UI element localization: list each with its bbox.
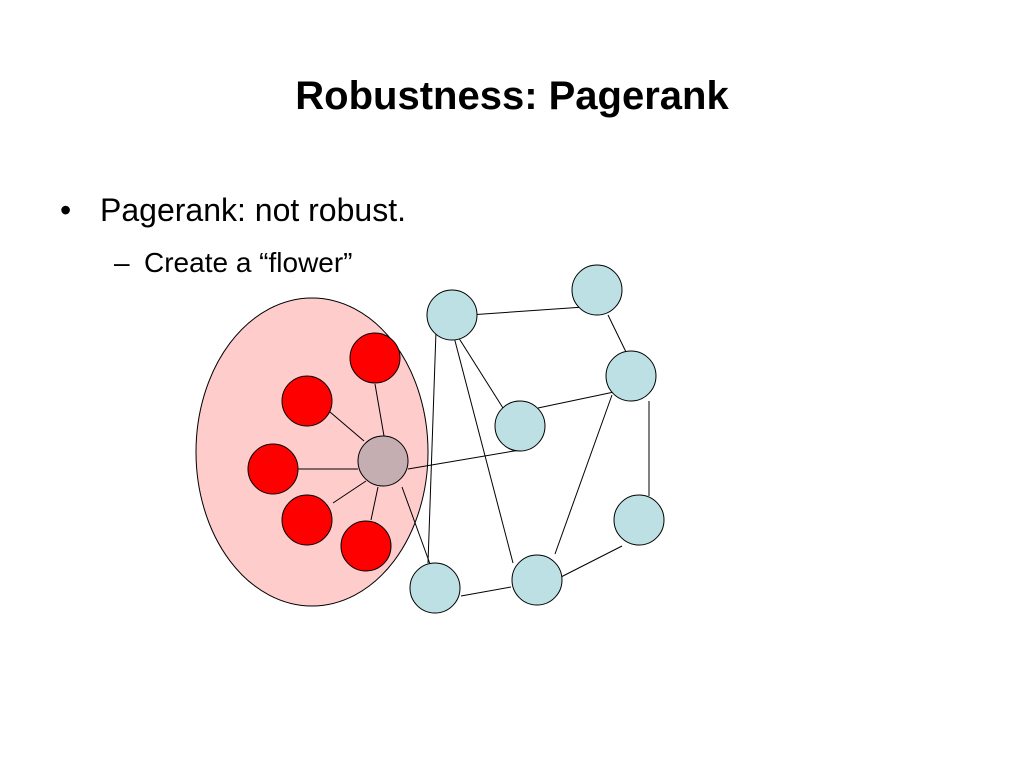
edge — [560, 545, 623, 578]
petal-node — [247, 443, 299, 495]
edge — [374, 383, 385, 437]
sub-bullet-marker: – — [114, 247, 130, 278]
graph-node — [426, 289, 478, 341]
edge — [537, 391, 615, 409]
petal-node — [340, 520, 392, 572]
edges — [298, 306, 650, 597]
edge — [460, 586, 512, 597]
graph-node — [613, 494, 665, 546]
petal-node — [281, 494, 333, 546]
edge — [453, 336, 514, 564]
edge — [607, 314, 627, 353]
edge — [332, 480, 367, 504]
edge — [468, 306, 585, 316]
edge — [370, 486, 379, 521]
bullet-marker: • — [60, 192, 72, 228]
flower-center-node — [357, 435, 409, 487]
edge — [401, 486, 431, 565]
petal-node — [349, 332, 401, 384]
petals — [247, 332, 401, 572]
edge — [329, 411, 365, 442]
bullet-item: • Pagerank: not robust. — [60, 190, 406, 230]
edge — [554, 394, 613, 555]
edge — [454, 331, 504, 409]
bullet-text: Pagerank: not robust. — [100, 192, 406, 228]
graph-node — [494, 400, 546, 452]
graph-node — [571, 264, 623, 316]
petal-node — [281, 375, 333, 427]
edge — [407, 449, 521, 470]
sub-bullet-item: –Create a “flower” — [114, 246, 353, 280]
sub-bullet-text: Create a “flower” — [144, 247, 353, 278]
graph-nodes — [409, 264, 665, 614]
graph-node — [511, 554, 563, 606]
graph-node — [409, 562, 461, 614]
slide-title: Robustness: Pagerank — [295, 74, 729, 118]
edge — [427, 330, 437, 564]
graph-node — [605, 350, 657, 402]
